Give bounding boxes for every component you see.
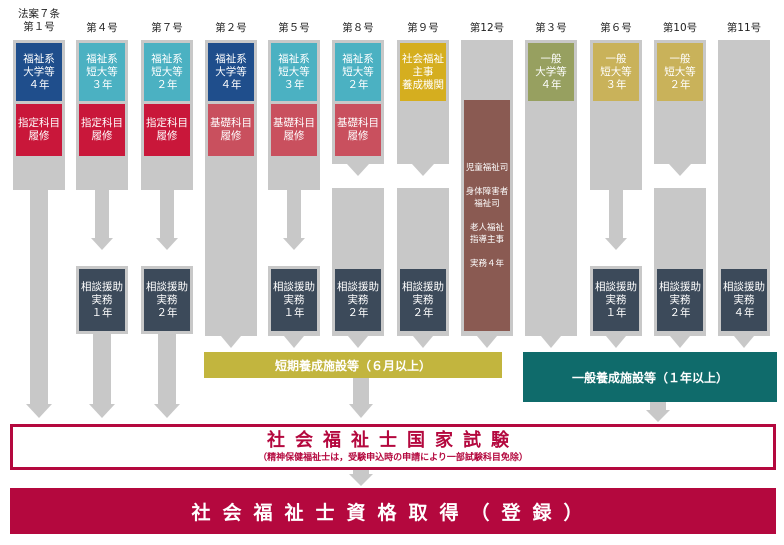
practice-box-c11: 相談援助 実務 ２年 bbox=[657, 269, 703, 331]
arrow-head-c3a bbox=[156, 238, 178, 250]
basic-course-c5: 基礎科目 履修 bbox=[271, 104, 317, 156]
flow-arrow-c1 bbox=[30, 190, 48, 404]
header-col-3: 第７号 bbox=[151, 22, 183, 34]
arrow-head-c2a bbox=[91, 238, 113, 250]
registration-bar: 社会福祉士資格取得（登録） bbox=[10, 488, 776, 534]
arrow-head-c9 bbox=[541, 336, 561, 348]
school-box-c7: 社会福祉 主事 養成機関 bbox=[400, 43, 446, 101]
header-col-11: 第10号 bbox=[662, 22, 698, 34]
practice-box-c10: 相談援助 実務 １年 bbox=[593, 269, 639, 331]
practice-box-c2: 相談援助 実務 １年 bbox=[79, 269, 125, 331]
arrow-head-c3 bbox=[154, 404, 180, 418]
arrow-head-c10a bbox=[605, 238, 627, 250]
arrow-head-c8 bbox=[477, 336, 497, 348]
header-col-12: 第11号 bbox=[726, 22, 762, 34]
arrow-head-c10 bbox=[606, 336, 626, 348]
arrow-head-c5 bbox=[284, 336, 304, 348]
designated-course-c3: 指定科目 履修 bbox=[144, 104, 190, 156]
exam-note: （精神保健福祉士は，受験申込時の申請により一部試験科目免除） bbox=[258, 453, 528, 463]
public-servant-box-c8: 児童福祉司 身体障害者 福祉司 老人福祉 指導主事 実務４年 bbox=[464, 100, 510, 331]
header-col-9: 第３号 bbox=[535, 22, 567, 34]
exam-title: 社会福祉士国家試験 bbox=[267, 430, 519, 451]
practice-box-c7: 相談援助 実務 ２年 bbox=[400, 269, 446, 331]
header-col-7: 第９号 bbox=[407, 22, 439, 34]
header-col-6: 第８号 bbox=[342, 22, 374, 34]
school-box-c1: 福祉系 大学等 ４年 bbox=[16, 43, 62, 101]
practice-box-c3: 相談援助 実務 ２年 bbox=[144, 269, 190, 331]
flow-arrow-short bbox=[353, 378, 369, 404]
arrow-head-c6a bbox=[347, 164, 369, 176]
arrow-head-c1 bbox=[26, 404, 52, 418]
practice-box-c5: 相談援助 実務 １年 bbox=[271, 269, 317, 331]
school-box-c11: 一般 短大等 ２年 bbox=[657, 43, 703, 101]
arrow-head-c12 bbox=[734, 336, 754, 348]
header-col-10: 第６号 bbox=[600, 22, 632, 34]
basic-course-c6: 基礎科目 履修 bbox=[335, 104, 381, 156]
header-col-8: 第12号 bbox=[469, 22, 505, 34]
flow-arrow-c3 bbox=[158, 334, 176, 404]
school-box-c3: 福祉系 短大等 ２年 bbox=[144, 43, 190, 101]
flow-arrow-c2 bbox=[93, 334, 111, 404]
school-box-c6: 福祉系 短大等 ２年 bbox=[335, 43, 381, 101]
flow-connector-c5 bbox=[287, 190, 301, 238]
header-col-5: 第５号 bbox=[278, 22, 310, 34]
arrow-head-c4 bbox=[221, 336, 241, 348]
school-box-c9: 一般 大学等 ４年 bbox=[528, 43, 574, 101]
basic-course-c4: 基礎科目 履修 bbox=[208, 104, 254, 156]
school-box-c5: 福祉系 短大等 ３年 bbox=[271, 43, 317, 101]
school-box-c2: 福祉系 短大等 ３年 bbox=[79, 43, 125, 101]
designated-course-c1: 指定科目 履修 bbox=[16, 104, 62, 156]
flow-connector-c10 bbox=[609, 190, 623, 238]
short-facility-bar: 短期養成施設等（６月以上） bbox=[204, 352, 502, 378]
arrow-head-c11a bbox=[669, 164, 691, 176]
designated-course-c2: 指定科目 履修 bbox=[79, 104, 125, 156]
header-col-4: 第２号 bbox=[215, 22, 247, 34]
arrow-head-c7a bbox=[412, 164, 434, 176]
flow-arrow-general bbox=[650, 402, 666, 410]
school-box-c10: 一般 短大等 ３年 bbox=[593, 43, 639, 101]
general-facility-bar: 一般養成施設等（１年以上） bbox=[523, 352, 777, 402]
header-col-1: 法案７条 第１号 bbox=[18, 8, 60, 33]
arrow-head-general bbox=[646, 410, 670, 422]
arrow-head-c2 bbox=[89, 404, 115, 418]
flow-arrow-exam bbox=[353, 470, 369, 474]
arrow-head-c11 bbox=[670, 336, 690, 348]
flow-connector-c3 bbox=[160, 190, 174, 238]
arrow-head-c7 bbox=[413, 336, 433, 348]
national-exam-box: 社会福祉士国家試験 （精神保健福祉士は，受験申込時の申請により一部試験科目免除） bbox=[10, 424, 776, 470]
arrow-head-c5a bbox=[283, 238, 305, 250]
practice-box-c12: 相談援助 実務 ４年 bbox=[721, 269, 767, 331]
arrow-head-short bbox=[349, 404, 373, 418]
school-box-c4: 福祉系 大学等 ４年 bbox=[208, 43, 254, 101]
practice-box-c6: 相談援助 実務 ２年 bbox=[335, 269, 381, 331]
arrow-head-exam bbox=[349, 474, 373, 486]
flow-connector-c2 bbox=[95, 190, 109, 238]
arrow-head-c6 bbox=[348, 336, 368, 348]
header-col-2: 第４号 bbox=[86, 22, 118, 34]
